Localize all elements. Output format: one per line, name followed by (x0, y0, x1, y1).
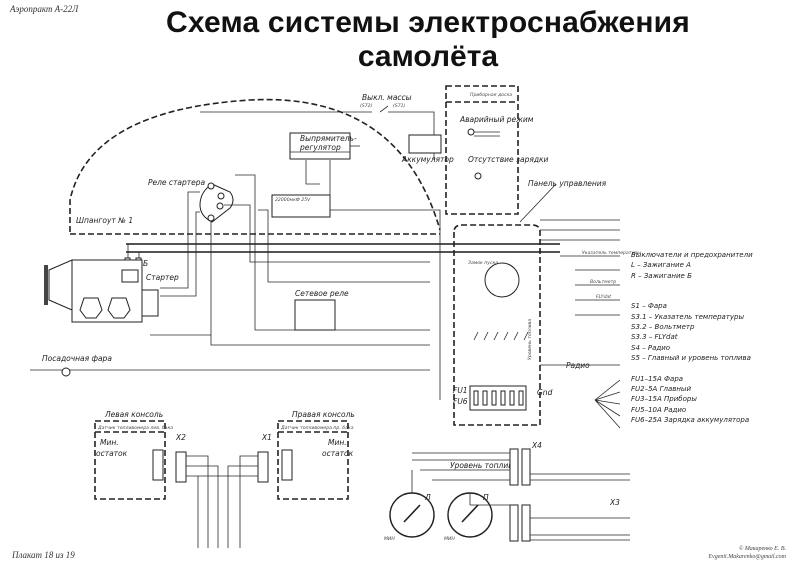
emergency-mode-label: Аварийный режим (459, 115, 534, 124)
legend: Выключатели и предохранители L – Зажиган… (631, 250, 753, 426)
no-charge-lamp-icon (474, 172, 482, 180)
fuel-level-label: Уровень топлива (450, 461, 518, 470)
switch-row (473, 331, 529, 341)
flydat-label: FLYdat (596, 294, 611, 300)
right-sensor-label: Датчик топливомера пр. бака (280, 425, 354, 431)
starter-relay-label: Реле стартера (148, 178, 206, 187)
right-console-box (277, 420, 349, 500)
legend-item: FU1–15A Фара (631, 374, 684, 383)
legend-title: Выключатели и предохранители (631, 251, 753, 259)
legend-item: R – Зажигание Б (631, 271, 692, 280)
page-title: Схема системы электроснабжения (165, 6, 691, 39)
rectifier-label: Выпрямитель- (300, 134, 357, 143)
page-title-line2: самолёта (357, 40, 499, 73)
connector-x1 (257, 451, 269, 483)
legend-item: S3.3 – FLYdat (631, 333, 678, 342)
legend-item: L – Зажигание А (631, 261, 691, 270)
frame-label: Шпангоут № 1 (76, 216, 133, 225)
temp-indicator-label: Указатель температуры (582, 250, 641, 256)
network-relay (294, 299, 336, 331)
legend-item: S5 – Главный и уровень топлива (631, 354, 751, 363)
terminal-b-label: Б (143, 259, 148, 268)
legend-item: FU2–5A Главный (631, 385, 692, 394)
rectifier-label-2: регулятор (299, 143, 341, 152)
legend-item: S1 – Фара (631, 302, 667, 311)
fuses (473, 390, 524, 406)
capacitor-label: 22000мкФ 25V (275, 197, 311, 203)
fuel-gauge-left-label: Л (424, 493, 431, 502)
main-bus (126, 243, 560, 253)
left-console-box (94, 420, 166, 500)
dashboard-label: Приборная доска (470, 92, 512, 98)
right-console-label: Правая консоль (292, 410, 355, 419)
connector-x2 (175, 451, 187, 483)
legend-item: S3.1 – Указатель температуры (631, 312, 745, 321)
voltmeter-label: Вольтметр (590, 279, 616, 285)
landing-light-label: Посадочная фара (42, 354, 112, 363)
fuse-label-fu6: FU6 (453, 397, 468, 406)
ignition-lock-label: Замок пуска (468, 260, 498, 266)
author-name: © Макаренко Е. В. (738, 546, 786, 552)
legend-item: FU6–25A Зарядка аккумулятора (631, 416, 750, 425)
dashboard-box (445, 85, 519, 215)
poster-number: Плакат 18 из 19 (12, 550, 75, 560)
legend-item: S3.2 – Вольтметр (631, 323, 695, 332)
connector-x4-label: X4 (531, 441, 542, 450)
no-charge-label: Отсутствие зарядки (468, 155, 549, 164)
connector-x3-a (509, 504, 519, 542)
mass-switch-label: Выкл. массы (362, 93, 412, 102)
connector-x2-label: X2 (175, 433, 186, 442)
connector-x4-a (509, 448, 519, 486)
battery (408, 134, 442, 154)
engine (44, 259, 159, 323)
radio-label: Радио (566, 361, 590, 370)
starter-relay (199, 183, 234, 223)
frame-arc (69, 98, 441, 232)
legend-item: FU3–15A Приборы (631, 395, 697, 404)
author-credit: © Макаренко Е. В. Evgenii.Makarenko@gmai… (708, 545, 786, 561)
right-min-label-2: остаток (322, 449, 354, 458)
ignition-lock (484, 262, 520, 298)
right-min-label: Мин. (328, 438, 347, 447)
emergency-lamp-icon (467, 128, 475, 136)
right-sensor-terminal (281, 449, 293, 481)
left-min-label: Мин. (100, 438, 119, 447)
legend-item: S4 – Радио (631, 343, 671, 352)
fuel-gauge-min-label: МИН (444, 536, 455, 542)
fuse-block (469, 385, 527, 411)
control-panel-label: Панель управления (528, 179, 607, 188)
battery-label: Аккумулятор (401, 155, 454, 164)
left-sensor-terminal (152, 449, 164, 481)
fuel-gauge-right-label: П (483, 493, 489, 502)
mass-switch-id-1: (S72) (360, 103, 373, 109)
gnd-label: Gnd (537, 388, 553, 397)
aircraft-label: Аэропракт А-22Л (10, 4, 79, 14)
network-relay-label: Сетевое реле (295, 289, 349, 298)
connector-x4-b (521, 448, 531, 486)
mass-switch-id-2: (S71) (393, 103, 406, 109)
connector-x3-b (521, 504, 531, 542)
fuel-gauge-min-label-left: МИН (384, 536, 395, 542)
landing-light-icon (61, 367, 71, 377)
connector-x3-label: X3 (609, 498, 620, 507)
left-min-label-2: остаток (96, 449, 128, 458)
legend-item: FU5–10A Радио (631, 405, 687, 414)
control-panel-box (453, 224, 541, 426)
left-console-label: Левая консоль (104, 410, 163, 419)
author-email: Evgenii.Makarenko@gmail.com (708, 554, 786, 560)
fuse-label-fu1: FU1 (453, 386, 468, 395)
fuel-level-vertical-label: Уровень топлива (527, 319, 533, 360)
starter-label: Стартер (146, 273, 179, 282)
connector-x1-label: X1 (261, 433, 272, 442)
left-sensor-label: Датчик топливомера лев. бака (97, 425, 173, 431)
